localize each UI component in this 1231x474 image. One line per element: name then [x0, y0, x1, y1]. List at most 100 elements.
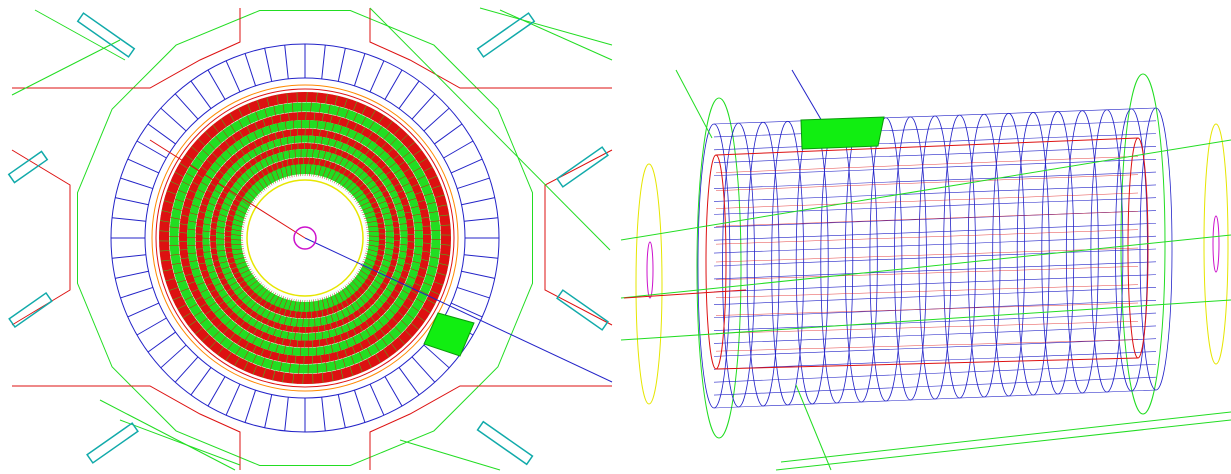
barrel-hatch — [256, 99, 283, 181]
red-bottom-edge — [715, 357, 1139, 370]
barrel-hatch — [162, 254, 246, 272]
barrel-hatch — [276, 94, 291, 178]
barrel-hatch — [282, 299, 299, 383]
barrel-hatch — [364, 254, 444, 286]
green-ellipse-right — [1120, 73, 1166, 415]
barrel-hatch — [205, 285, 266, 346]
blue-segment-divider — [207, 69, 226, 100]
end-view-drawing — [7, 7, 613, 471]
blue-segment-divider — [450, 302, 483, 318]
barrel-hatch — [342, 127, 401, 190]
barrel-hatch — [307, 299, 310, 384]
barrel-hatch — [266, 97, 287, 180]
barrel-hatch — [166, 260, 248, 287]
blue-axial-line — [713, 133, 1157, 151]
barrel-hatch — [165, 195, 245, 224]
barrel-hatch — [160, 220, 244, 234]
barrel-hatch — [212, 124, 264, 193]
barrel-hatch — [182, 158, 252, 208]
blue-segment-divider — [443, 140, 474, 159]
blue-axial-line — [713, 120, 1157, 138]
blue-segment-divider — [147, 331, 176, 353]
barrel-hatch — [191, 146, 256, 202]
blue-segment-divider — [174, 93, 199, 120]
barrel-hatch — [363, 256, 442, 291]
blue-segment-divider — [461, 270, 495, 279]
barrel-hatch — [243, 295, 282, 371]
yellow-ellipse-right — [1203, 123, 1229, 365]
green-track-bottom — [775, 419, 1231, 471]
blue-segment-divider — [461, 197, 495, 206]
barrel-hatch — [359, 266, 431, 314]
barrel-hatch — [204, 131, 261, 196]
barrel-band — [216, 149, 394, 327]
cyan-module-box — [76, 12, 136, 58]
red-axial-line — [715, 284, 1139, 298]
blue-segment-divider — [115, 197, 149, 206]
barrel-hatch — [209, 286, 268, 349]
red-frame-line — [11, 149, 71, 326]
blue-segment-divider — [464, 217, 498, 222]
magenta-ellipse-left — [646, 241, 654, 299]
blue-segment-divider — [384, 69, 403, 100]
blue-axial-line — [713, 171, 1157, 189]
red-frame-line — [544, 149, 613, 326]
barrel-hatch — [252, 296, 287, 375]
end-cap-ellipses — [635, 73, 1229, 439]
blue-segment-divider — [136, 140, 167, 159]
end-view-panel — [7, 7, 613, 471]
barrel-hatch — [319, 98, 348, 178]
blue-segment-divider — [457, 177, 490, 190]
barrel-hatch — [166, 190, 246, 222]
barrel-hatch — [315, 299, 324, 383]
barrel-hatch — [234, 293, 279, 366]
barrel-hatch — [366, 246, 449, 266]
barrel-hatch — [352, 149, 422, 199]
red-axial-line — [715, 321, 1139, 334]
detector-boxes — [7, 12, 609, 466]
barrel-hatch — [238, 107, 275, 185]
barrel-hatch — [185, 154, 253, 206]
barrel-hatch — [296, 92, 299, 177]
green-frame-line — [34, 9, 126, 61]
barrel-hatch — [366, 224, 451, 230]
barrel-hatch — [311, 93, 328, 177]
green-frame-line — [119, 419, 241, 466]
blue-axial-line — [713, 223, 1157, 241]
barrel-hatch — [356, 272, 422, 326]
barrel-hatch — [188, 150, 254, 204]
barrel-hatch — [339, 289, 381, 364]
red-top-edge — [715, 137, 1139, 156]
barrel-hatch — [297, 299, 306, 384]
blue-segment-divider — [147, 123, 176, 145]
blue-segment-divider — [337, 394, 346, 428]
barrel-hatch — [346, 134, 409, 193]
barrel-hatch — [365, 248, 448, 271]
barrel-hatch — [335, 115, 385, 185]
barrel-hatch — [311, 299, 314, 384]
barrel-hatch — [185, 275, 257, 323]
barrel-hatch — [159, 244, 244, 247]
cyan-module-box — [476, 420, 534, 466]
blue-segment-divider — [398, 367, 420, 396]
barrel-hatch — [327, 295, 354, 377]
blue-axial-line — [713, 146, 1157, 164]
blue-axial-line — [713, 338, 1157, 357]
barrel-hatch — [347, 282, 402, 349]
cyan-module-box — [476, 12, 536, 58]
red-track-side — [623, 289, 747, 299]
barrel-hatch — [358, 171, 436, 208]
barrel-hatch — [201, 283, 264, 342]
magenta-ellipse-right — [1212, 215, 1220, 273]
barrel-hatch — [309, 93, 323, 177]
barrel-hatch — [360, 264, 433, 309]
barrel-hatch — [357, 270, 425, 322]
blue-segment-divider — [160, 107, 187, 132]
red-axial-line — [715, 192, 1139, 209]
barrel-hatch — [198, 282, 263, 339]
barrel-hatch — [325, 296, 349, 378]
barrel-hatch — [162, 205, 245, 228]
blue-segment-divider — [434, 123, 463, 145]
blue-axial-line — [713, 184, 1157, 202]
barrel-hatch — [164, 256, 247, 277]
